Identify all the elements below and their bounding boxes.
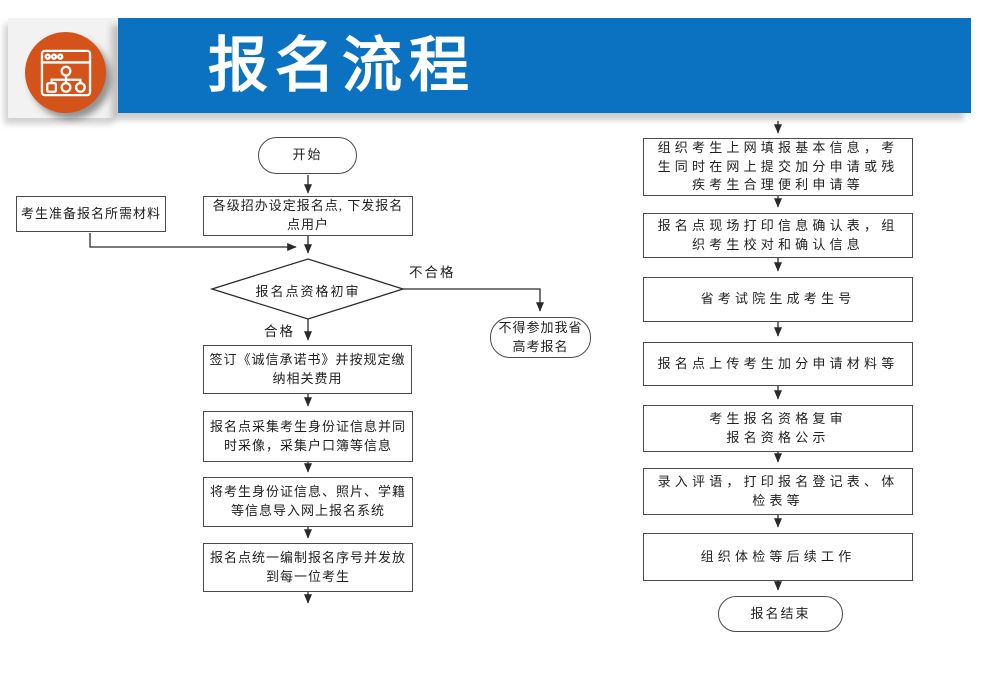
- reject-end-node: 不得参加我省 高考报名: [490, 317, 591, 358]
- qualification-review-decision: 报名点资格初审: [255, 284, 361, 299]
- pass-branch-label: 合格: [264, 324, 295, 339]
- physical-exam-box: 组织体检等后续工作: [643, 533, 913, 581]
- end-node: 报名结束: [718, 596, 843, 632]
- generate-candidate-id-box: 省考试院生成考生号: [643, 277, 913, 322]
- sign-commitment-box: 签订《诚信承诺书》并按规定缴纳相关费用: [203, 345, 412, 394]
- fail-branch-label: 不合格: [409, 265, 456, 280]
- sitemap-window-icon: [40, 49, 91, 96]
- online-fill-info-box: 组织考生上网填报基本信息，考生同时在网上提交加分申请或残疾考生合理便利申请等: [643, 138, 913, 196]
- page-title: 报名流程: [208, 32, 476, 99]
- requalification-review-box: 考生报名资格复审 报名资格公示: [643, 405, 913, 452]
- print-confirm-box: 报名点现场打印信息确认表，组织考生校对和确认信息: [643, 213, 913, 258]
- comments-print-forms-box: 录入评语，打印报名登记表、体检表等: [643, 468, 913, 515]
- start-node: 开始: [258, 137, 357, 174]
- collect-id-photo-box: 报名点采集考生身份证信息并同时采像，采集户口簿等信息: [203, 411, 413, 462]
- header-banner: 报名流程: [118, 18, 971, 113]
- header-icon-badge: [25, 32, 106, 113]
- serial-number-box: 报名点统一编制报名序号并发放到每一位考生: [203, 543, 413, 592]
- setup-sites-box: 各级招办设定报名点, 下发报名点用户: [203, 196, 413, 236]
- upload-bonus-materials-box: 报名点上传考生加分申请材料等: [643, 342, 913, 386]
- prepare-materials-box: 考生准备报名所需材料: [16, 196, 166, 232]
- decision-diamond-shape: [209, 258, 406, 320]
- import-online-system-box: 将考生身份证信息、照片、学籍等信息导入网上报名系统: [203, 477, 413, 527]
